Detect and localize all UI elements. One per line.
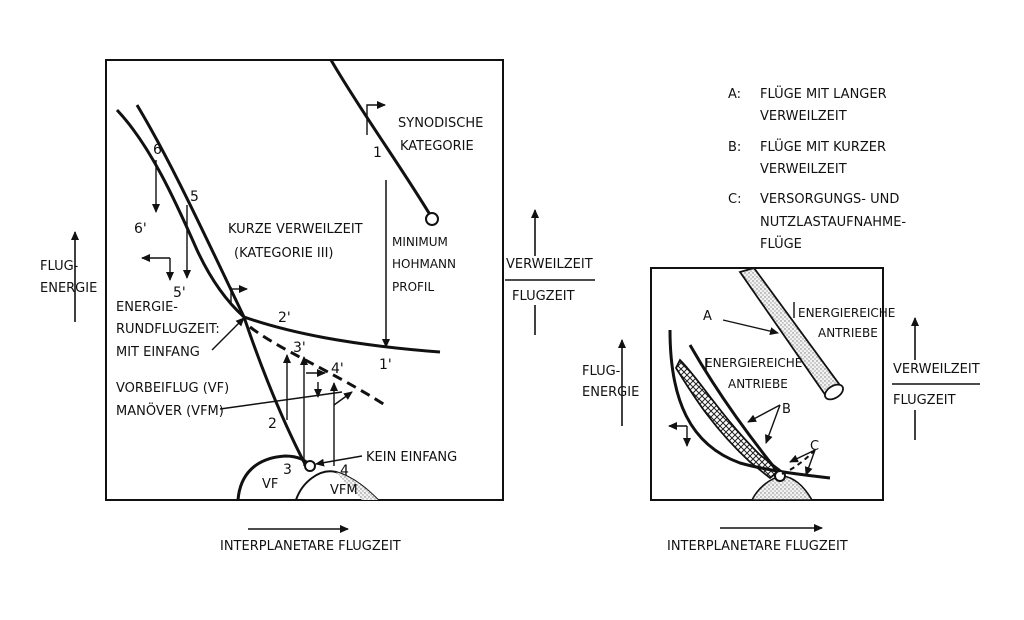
leader-b-1 (747, 404, 781, 423)
right-boundary-curve (668, 329, 831, 480)
legend: A: FLÜGE MIT LANGER VERWEILZEIT B: FLÜGE… (728, 85, 906, 252)
leader-c-2 (804, 449, 816, 476)
energy-label-3: MIT EINFANG (116, 345, 200, 360)
leader-b-2 (765, 404, 781, 444)
flyby-label-1: VORBEIFLUG (VF) (116, 381, 229, 396)
steep-curve (135, 104, 308, 467)
legend-b-key: B: (728, 140, 741, 155)
point-6-prime: 6' (134, 221, 147, 237)
propulsion-a-label-1: ENERGIEREICHE (798, 306, 895, 320)
point-4-prime: 4' (331, 361, 344, 377)
point-6: 6 (153, 142, 162, 158)
nocapture-leader (315, 455, 363, 467)
no-capture-label: KEIN EINFANG (366, 450, 457, 465)
legend-c-line2: NUTZLASTAUFNAHME- (760, 215, 906, 230)
left-diagram: SYNODISCHE KATEGORIE KURZE VERWEILZEIT (… (40, 59, 595, 554)
left-ratio-top: VERWEILZEIT (506, 257, 593, 272)
hohmann-label-3: PROFIL (392, 280, 434, 294)
legend-c-key: C: (728, 192, 741, 207)
energy-label-1: ENERGIE- (116, 300, 178, 315)
legend-b-line2: VERWEILZEIT (760, 162, 847, 177)
legend-b-line1: FLÜGE MIT KURZER (760, 138, 886, 155)
right-x-axis-label: INTERPLANETARE FLUGZEIT (667, 539, 848, 554)
flyby-label-2: MANÖVER (VFM) (116, 402, 224, 419)
left-frame (105, 59, 504, 501)
flyby-leader (219, 391, 343, 410)
legend-a-key: A: (728, 87, 741, 102)
leader-a (722, 319, 779, 336)
propulsion-a-label-2: ANTRIEBE (818, 326, 878, 340)
short-stay-label-2: (KATEGORIE III) (234, 246, 334, 261)
right-y-axis-label-1: FLUG- (582, 364, 621, 379)
propulsion-b-label-2: ANTRIEBE (728, 377, 788, 391)
point-1-prime: 1' (379, 357, 392, 373)
arrow-flyby-diag (333, 391, 353, 406)
legend-a-line2: VERWEILZEIT (760, 109, 847, 124)
synodic-endpoint (425, 212, 439, 226)
leader-c-1 (789, 449, 816, 463)
flyby-dashed-curve (249, 325, 386, 407)
energy-curve (243, 315, 441, 354)
synodic-curve (329, 59, 434, 219)
legend-c-line3: FLÜGE (760, 235, 802, 252)
point-2-prime: 2' (278, 310, 291, 326)
hohmann-label-1: MINIMUM (392, 235, 448, 249)
point-5-prime: 5' (173, 285, 186, 301)
legend-c-line1: VERSORGUNGS- UND (760, 192, 899, 207)
point-3: 3 (283, 462, 292, 478)
left-y-axis-label-2: ENERGIE (40, 281, 97, 296)
label-c: C (810, 439, 819, 454)
propulsion-b-label-1: ENERGIEREICHE (705, 356, 802, 370)
no-capture-point (304, 460, 316, 472)
right-ratio-bottom: FLUGZEIT (893, 393, 956, 408)
left-y-axis-label-1: FLUG- (40, 259, 79, 274)
point-1: 1 (373, 145, 382, 161)
right-dashed-curve (781, 449, 816, 475)
left-ratio-bottom: FLUGZEIT (512, 289, 575, 304)
vfm-label: VFM (330, 483, 358, 498)
left-x-axis-label: INTERPLANETARE FLUGZEIT (220, 539, 401, 554)
tube-a-end (824, 383, 844, 401)
right-diagram: A B C ENERGIEREICHE ANTRIEBE ENERGIEREIC… (582, 266, 980, 554)
label-a: A (703, 309, 712, 324)
short-stay-label-1: KURZE VERWEILZEIT (228, 222, 363, 237)
point-2: 2 (268, 416, 277, 432)
vf-label: VF (262, 477, 278, 492)
right-steep-curve (688, 344, 780, 473)
synodic-direction-arrow (366, 101, 386, 135)
vfm-shading (336, 472, 378, 500)
energy-label-2: RUNDFLUGZEIT: (116, 322, 220, 337)
boundary-curve (115, 108, 246, 319)
point-3-prime: 3' (293, 340, 306, 356)
point-5: 5 (190, 189, 199, 205)
energy-leader (211, 317, 245, 351)
right-ratio-top: VERWEILZEIT (893, 362, 980, 377)
synodic-label-1: SYNODISCHE (398, 116, 483, 131)
hohmann-label-2: HOHMANN (392, 257, 456, 271)
legend-a-line1: FLÜGE MIT LANGER (760, 85, 887, 102)
point-4: 4 (340, 463, 349, 479)
right-y-axis-label-2: ENERGIE (582, 385, 639, 400)
label-b: B (782, 402, 791, 417)
synodic-label-2: KATEGORIE (400, 139, 474, 154)
